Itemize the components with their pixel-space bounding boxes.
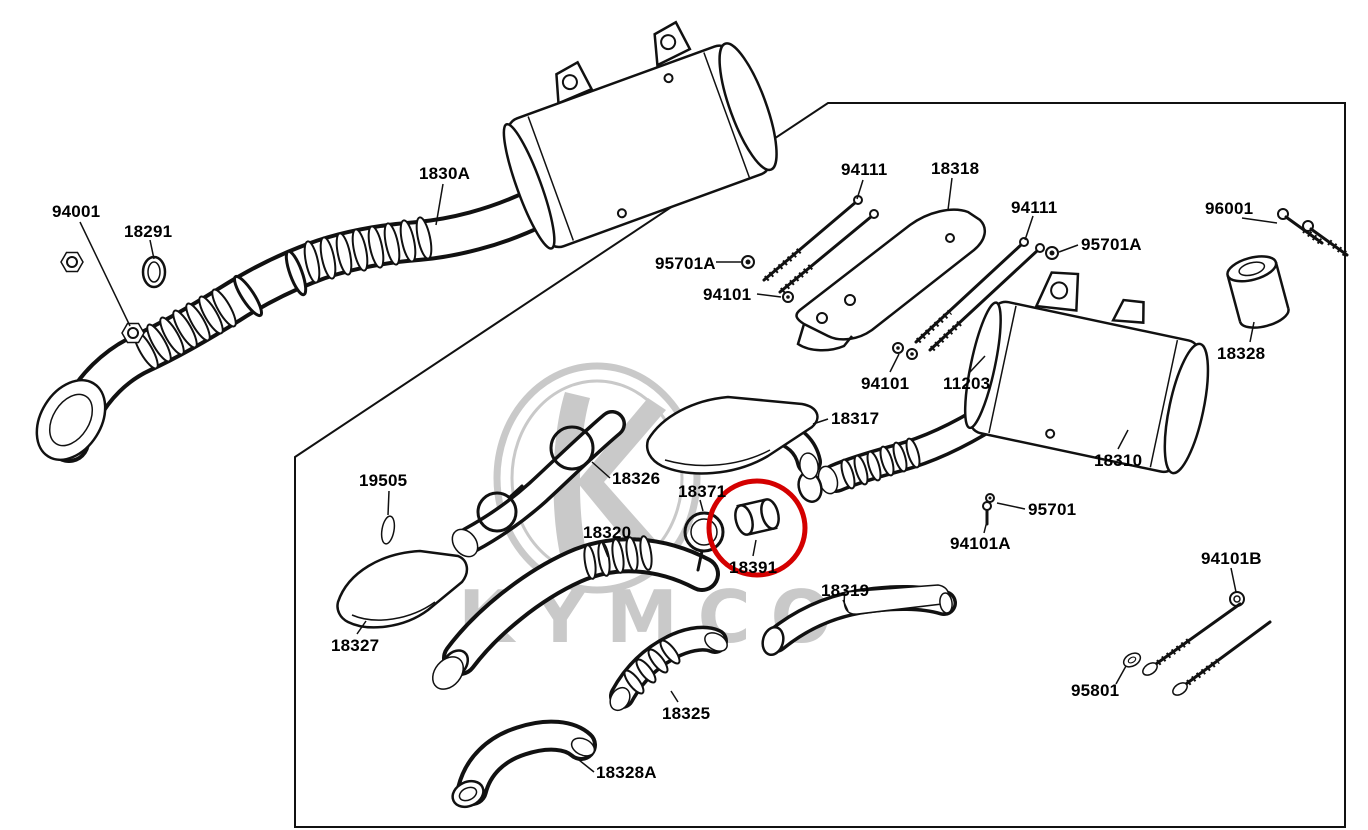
- part-label-18371: 18371: [678, 482, 727, 501]
- part-label-18319: 18319: [821, 581, 870, 600]
- front-pipe-art: [451, 410, 626, 558]
- screws-94101-mid-art: [892, 342, 918, 360]
- part-label-18291: 18291: [124, 222, 173, 241]
- part-label-94111: 94111: [1011, 198, 1058, 217]
- part-label-94001: 94001: [52, 202, 101, 221]
- washer-95701A-left-art: [741, 255, 755, 269]
- part-label-94101: 94101: [703, 285, 752, 304]
- gasket-18391-art: [734, 498, 780, 536]
- pipe-18328A-art: [451, 719, 597, 809]
- pipe-cover-18317-art: [645, 395, 822, 480]
- part-label-1830A: 1830A: [419, 164, 471, 183]
- part-label-18328A: 18328A: [596, 763, 657, 782]
- pipe-18319-art: [761, 584, 957, 657]
- part-label-18320: 18320: [583, 523, 632, 542]
- fastener-95701-94101A-art: [982, 493, 995, 526]
- part-label-18391: 18391: [729, 558, 778, 577]
- heat-shield-18318-art: [795, 208, 987, 352]
- part-label-18325: 18325: [662, 704, 711, 723]
- part-label-94101B: 94101B: [1201, 549, 1262, 568]
- part-label-19505: 19505: [359, 471, 408, 490]
- highlight-circle: [706, 478, 808, 578]
- part-label-18317: 18317: [831, 409, 880, 428]
- part-label-95701: 95701: [1028, 500, 1077, 519]
- part-label-18318: 18318: [931, 159, 980, 178]
- leader-lines: [79, 177, 1278, 773]
- bolts-94111-right-art: [914, 237, 1045, 352]
- part-label-11203: 11203: [943, 374, 991, 393]
- strip-19505-art: [380, 515, 396, 545]
- muffler-1830A-art: [502, 20, 778, 250]
- washer-95701A-right-art: [1045, 246, 1059, 260]
- pipe-18320-art: [431, 535, 720, 690]
- muffler-18310-art: [963, 271, 1210, 475]
- muffler-18310-pipe-art: [797, 401, 1005, 503]
- nut-94001-art: [60, 251, 145, 344]
- clamp-18371-art: [683, 511, 725, 572]
- bolts-94111-left-art: [762, 195, 879, 294]
- part-label-94111: 94111: [841, 160, 888, 179]
- washer-95801-art: [1122, 652, 1142, 668]
- part-label-18327: 18327: [331, 636, 380, 655]
- part-label-96001: 96001: [1205, 199, 1254, 218]
- bushing-18328-art: [1226, 255, 1290, 329]
- part-label-18326: 18326: [612, 469, 661, 488]
- part-label-95701A: 95701A: [655, 254, 716, 273]
- screw-94101-top-art: [782, 291, 794, 303]
- bolts-96001-art: [1277, 208, 1349, 258]
- part-label-94101A: 94101A: [950, 534, 1011, 553]
- part-label-18328: 18328: [1217, 344, 1266, 363]
- part-label-95801: 95801: [1071, 681, 1120, 700]
- bolts-94101B-art: [1142, 591, 1272, 696]
- part-label-18310: 18310: [1094, 451, 1143, 470]
- pipe-18325-art: [609, 625, 728, 712]
- shield-18327-art: [336, 549, 469, 629]
- clamp-18291-art: [141, 255, 167, 289]
- part-label-94101: 94101: [861, 374, 910, 393]
- exhaust-pipe-1830A-art: [35, 187, 557, 463]
- clamp-18326-art: [476, 418, 600, 533]
- part-label-95701A: 95701A: [1081, 235, 1142, 254]
